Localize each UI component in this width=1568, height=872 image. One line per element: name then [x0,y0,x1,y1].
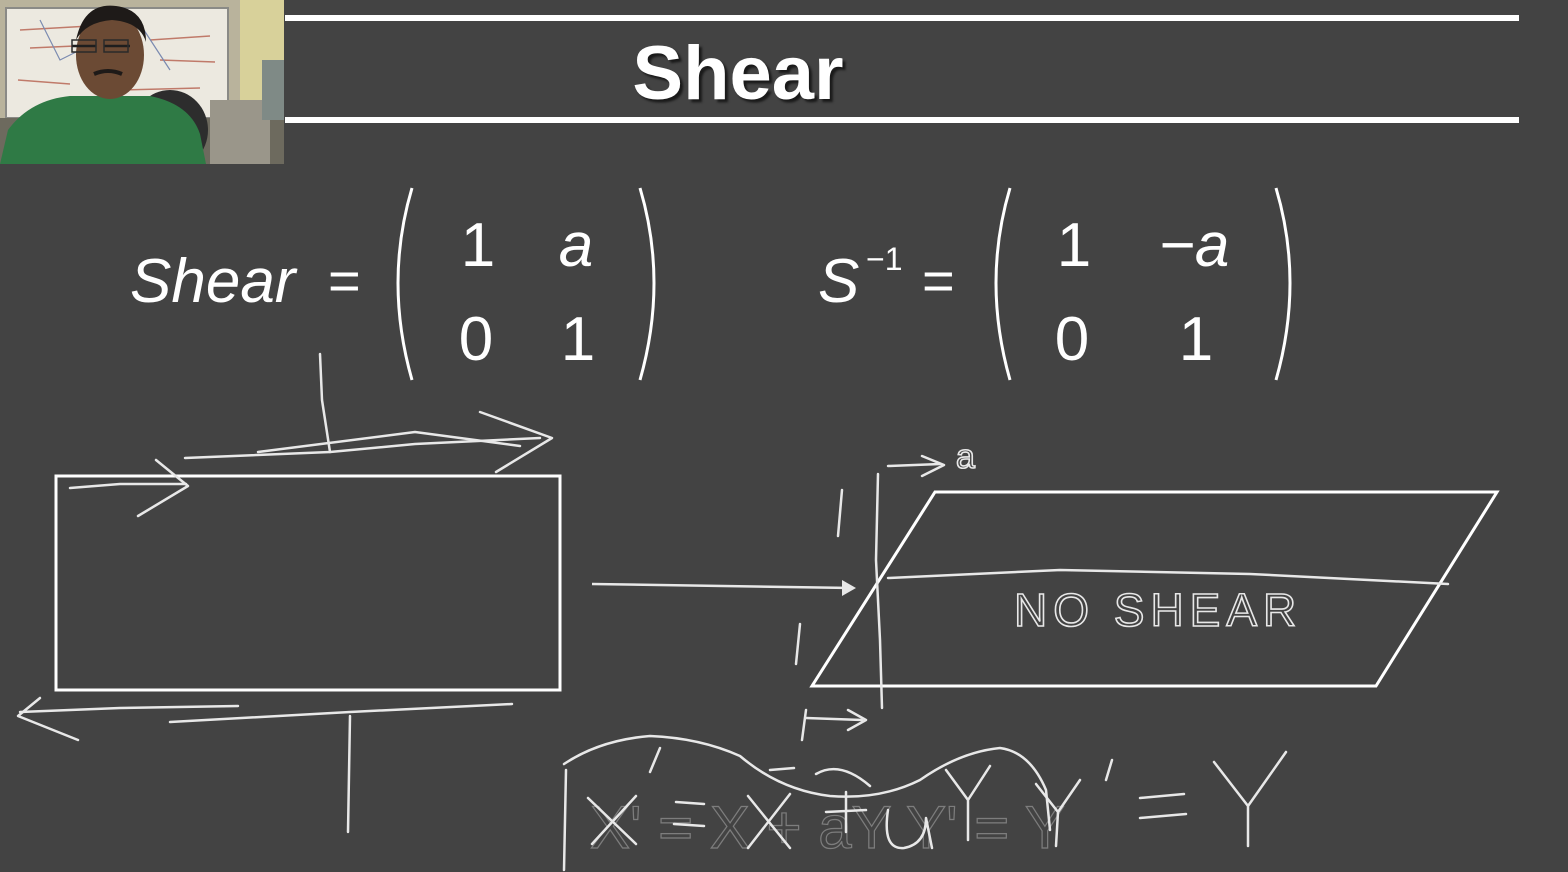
handwritten-annotations: a NO SHEAR X' = X + aY Y' = Y [16,352,1450,872]
original-rectangle [54,474,562,692]
handwritten-no-shear-note: NO SHEAR [1014,584,1302,636]
slide-title: Shear [632,31,844,116]
title-top-rule [285,15,1519,21]
inverse-equals-sign: = [922,249,955,312]
inverse-matrix-cell: 1 [1179,305,1213,374]
inverse-left-paren [994,187,1012,381]
shear-equals-sign: = [328,249,361,312]
title-bottom-rule [285,117,1519,123]
inverse-label-superscript: −1 [866,241,902,277]
presenter-webcam [0,0,284,164]
handwritten-a-label: a [956,438,975,476]
shear-matrix-cell: a [559,211,593,280]
handwritten-shear-equation: X' = X + aY Y' = Y [590,794,1065,861]
inverse-shear-equation: S −1 = 1 −a 0 1 [818,187,1292,381]
shear-left-paren [396,187,414,381]
shear-matrix-cell: 1 [461,211,495,280]
shear-right-paren [638,187,656,381]
inverse-matrix-cell: 0 [1055,305,1089,374]
shear-equation: Shear = 1 a 0 1 [130,187,656,381]
sheared-parallelogram [809,490,1500,688]
shear-matrix-cell: 1 [561,305,595,374]
inverse-right-paren [1274,187,1292,381]
inverse-label-base: S [818,247,859,316]
shear-matrix-cell: 0 [459,305,493,374]
inverse-matrix-cell: −a [1159,211,1230,280]
transform-arrow [591,580,856,596]
shear-label: Shear [130,247,298,316]
inverse-matrix-cell: 1 [1057,211,1091,280]
webcam-image [0,0,284,164]
